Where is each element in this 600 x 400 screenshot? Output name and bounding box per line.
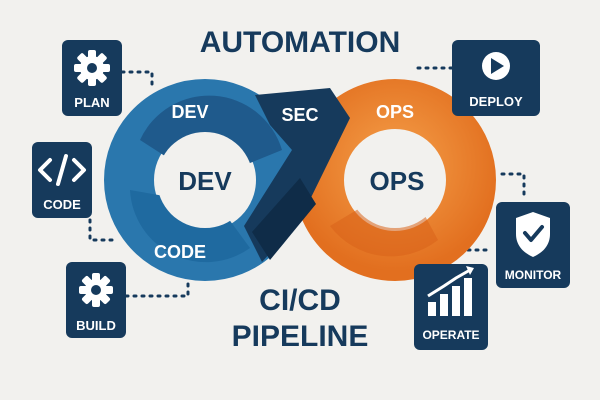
sec-arc-label: SEC	[281, 105, 318, 125]
stage-label: BUILD	[76, 318, 116, 333]
ops-arc-label: OPS	[376, 102, 414, 122]
sec-crossing	[244, 88, 350, 262]
code-brackets-icon	[38, 154, 86, 186]
stage-deploy: DEPLOY	[452, 40, 540, 116]
ops-center-label: OPS	[370, 166, 425, 196]
code-arc-label: CODE	[154, 242, 206, 262]
shield-check-icon	[516, 212, 550, 257]
connector-monitor	[500, 172, 526, 202]
stage-monitor: MONITOR	[496, 202, 570, 288]
gear-icon	[74, 50, 110, 86]
connector-build	[124, 280, 190, 298]
stage-label: CODE	[43, 197, 81, 212]
stage-label: DEPLOY	[469, 94, 523, 109]
stage-build: BUILD	[66, 262, 126, 338]
gear-icon	[79, 273, 113, 307]
dev-ring-bottom-shade	[130, 190, 250, 263]
stage-code: CODE	[32, 142, 92, 218]
stage-plan: PLAN	[62, 40, 122, 116]
stage-label: MONITOR	[505, 268, 562, 282]
ops-hole	[347, 132, 443, 228]
dev-center-label: DEV	[178, 166, 232, 196]
ops-ring-shade	[330, 208, 438, 257]
dev-hole	[157, 132, 253, 228]
sec-band-under	[252, 178, 316, 260]
title: AUTOMATION	[200, 26, 401, 59]
subtitle-line-1: CI/CD	[259, 284, 341, 317]
stage-operate: OPERATE	[414, 264, 488, 350]
stage-label: OPERATE	[422, 328, 479, 342]
connector-plan	[120, 70, 154, 90]
play-icon	[482, 52, 510, 80]
dev-arc-label: DEV	[171, 102, 208, 122]
stage-label: PLAN	[74, 95, 109, 110]
subtitle-line-2: PIPELINE	[232, 320, 369, 353]
bar-chart-icon	[427, 266, 474, 316]
